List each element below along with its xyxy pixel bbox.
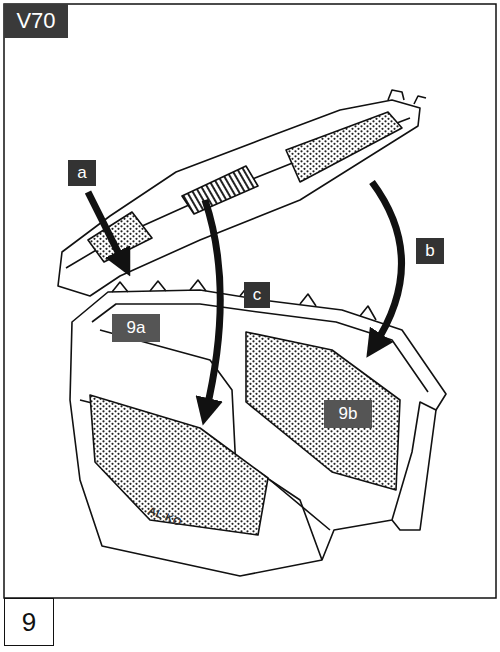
step-letter: c [244, 282, 270, 308]
lid-cover [58, 90, 426, 296]
figure-number: 9 [4, 598, 54, 646]
callout-number: 9b [324, 400, 372, 428]
step-letter: a [68, 160, 96, 186]
motion-arrows [88, 182, 402, 412]
figure-variant: V70 [4, 4, 68, 38]
callout-number: 9a [112, 314, 160, 342]
step-letter: b [416, 238, 444, 264]
page-frame [4, 4, 496, 598]
